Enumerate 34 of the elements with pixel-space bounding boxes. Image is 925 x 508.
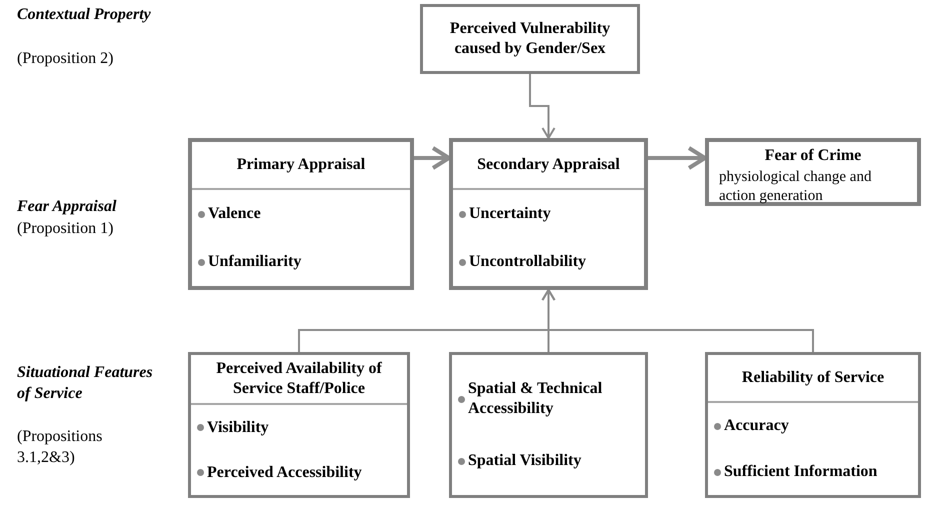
bullet-text: Unfamiliarity [208,252,302,272]
bullet-text: Visibility [207,418,269,438]
arrow [542,289,814,352]
row-heading: Fear Appraisal [17,197,118,217]
concept-box [188,138,414,290]
arrow [414,146,451,170]
bullet-text: Perceived Accessibility [207,462,362,482]
box-heading: Secondary Appraisal [476,155,621,175]
arrow [648,146,707,170]
box-heading: Primary Appraisal [236,155,366,175]
bullet-text: Spatial & Technical Accessibility [468,379,604,419]
arrow [529,74,556,139]
box-heading: Perceived Vulnerability caused by Gender/Sex [448,19,612,59]
box-heading: Fear of Crime [764,146,862,166]
proposition-label: (Propositions 3.1,2&3) [17,427,104,468]
row-heading: Contextual Property [17,5,152,25]
bullet-text: Uncontrollability [469,252,586,272]
bullet-text: Accuracy [724,416,789,436]
concept-box [705,138,921,206]
bullet-text: Sufficient Information [724,462,878,482]
concept-box [449,352,648,498]
proposition-label: (Proposition 1) [17,219,114,239]
bullet-text: Valence [208,204,261,224]
box-body-text: physiological change and action generation [718,168,872,206]
proposition-label: (Proposition 2) [17,49,114,69]
box-heading: Perceived Availability of Service Staff/Police [215,359,383,399]
bullet-text: Uncertainty [469,204,551,224]
concept-box [449,138,648,290]
row-heading: Situational Features of Service [17,363,154,404]
box-heading: Reliability of Service [740,368,886,388]
concept-box [705,352,921,498]
bullet-text: Spatial Visibility [468,451,582,471]
concept-box [420,4,640,74]
concept-box [188,352,410,498]
